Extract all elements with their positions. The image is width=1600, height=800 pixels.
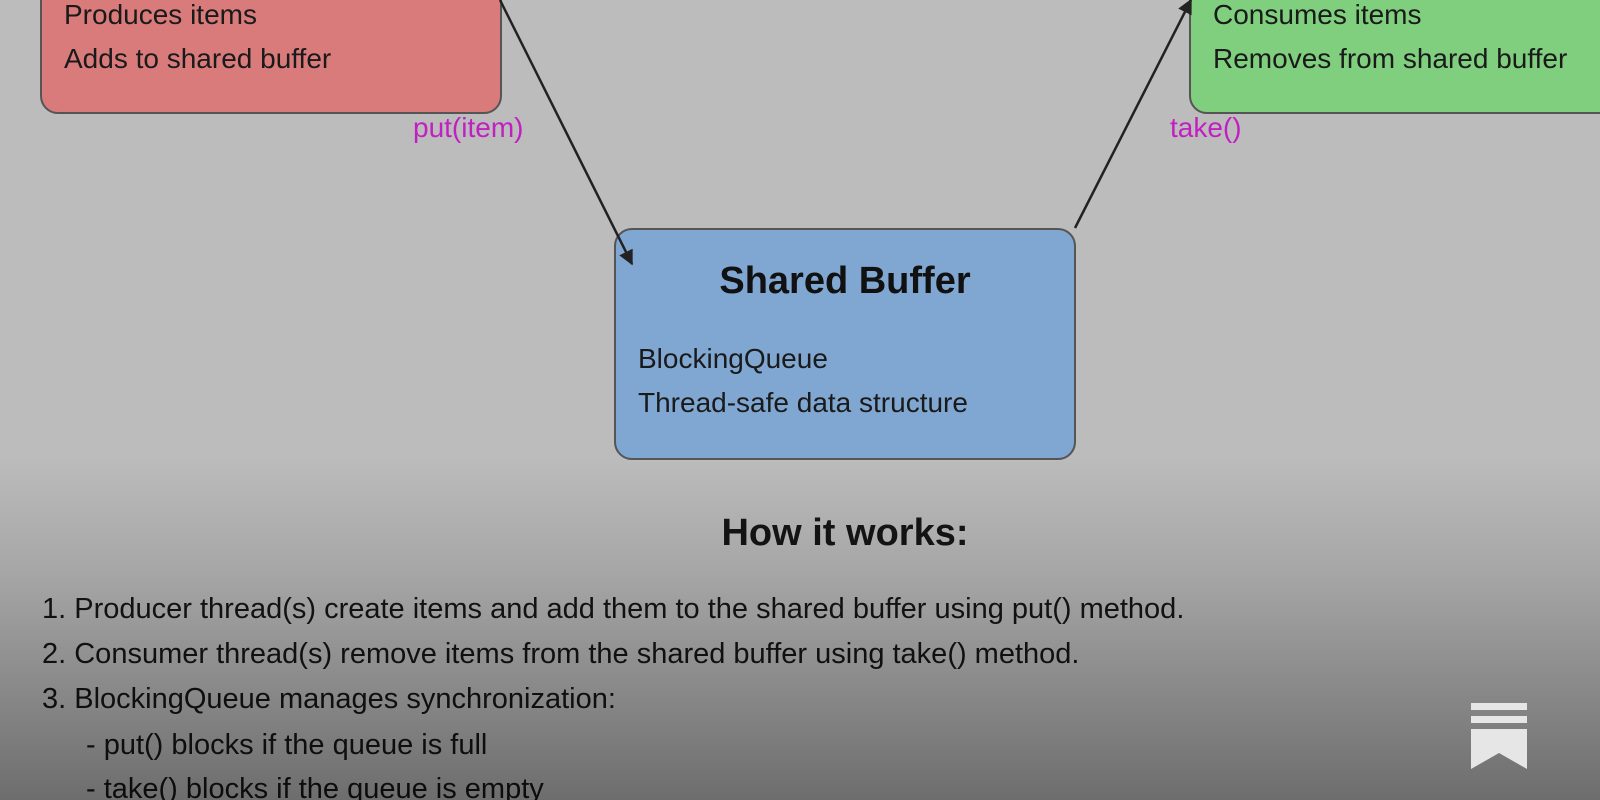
- consumer-line-1: Consumes items: [1213, 0, 1422, 30]
- step-2: 2. Consumer thread(s) remove items from …: [42, 638, 1080, 670]
- take-edge-label: take(): [1170, 112, 1242, 143]
- step-3-detail-1: - put() blocks if the queue is full: [86, 729, 488, 761]
- producer-line-1: Produces items: [64, 0, 257, 30]
- shared-buffer-box: Shared Buffer BlockingQueue Thread-safe …: [614, 228, 1076, 460]
- how-it-works-title: How it works:: [721, 512, 969, 554]
- take-edge: [1073, 0, 1193, 229]
- producer-box: Produces items Adds to shared buffer: [40, 0, 502, 114]
- consumer-box: Consumes items Removes from shared buffe…: [1189, 0, 1600, 114]
- step-3: 3. BlockingQueue manages synchronization…: [42, 683, 616, 715]
- put-edge: [498, 0, 634, 266]
- step-3-detail-2: - take() blocks if the queue is empty: [86, 773, 544, 800]
- put-edge-label: put(item): [413, 112, 524, 143]
- shared-buffer-line-2: Thread-safe data structure: [638, 387, 968, 418]
- shared-buffer-title: Shared Buffer: [719, 260, 971, 302]
- producer-line-2: Adds to shared buffer: [64, 43, 332, 74]
- bookmark-icon[interactable]: [1470, 703, 1528, 769]
- shared-buffer-line-1: BlockingQueue: [638, 343, 828, 374]
- step-1: 1. Producer thread(s) create items and a…: [42, 593, 1185, 625]
- consumer-line-2: Removes from shared buffer: [1213, 43, 1568, 74]
